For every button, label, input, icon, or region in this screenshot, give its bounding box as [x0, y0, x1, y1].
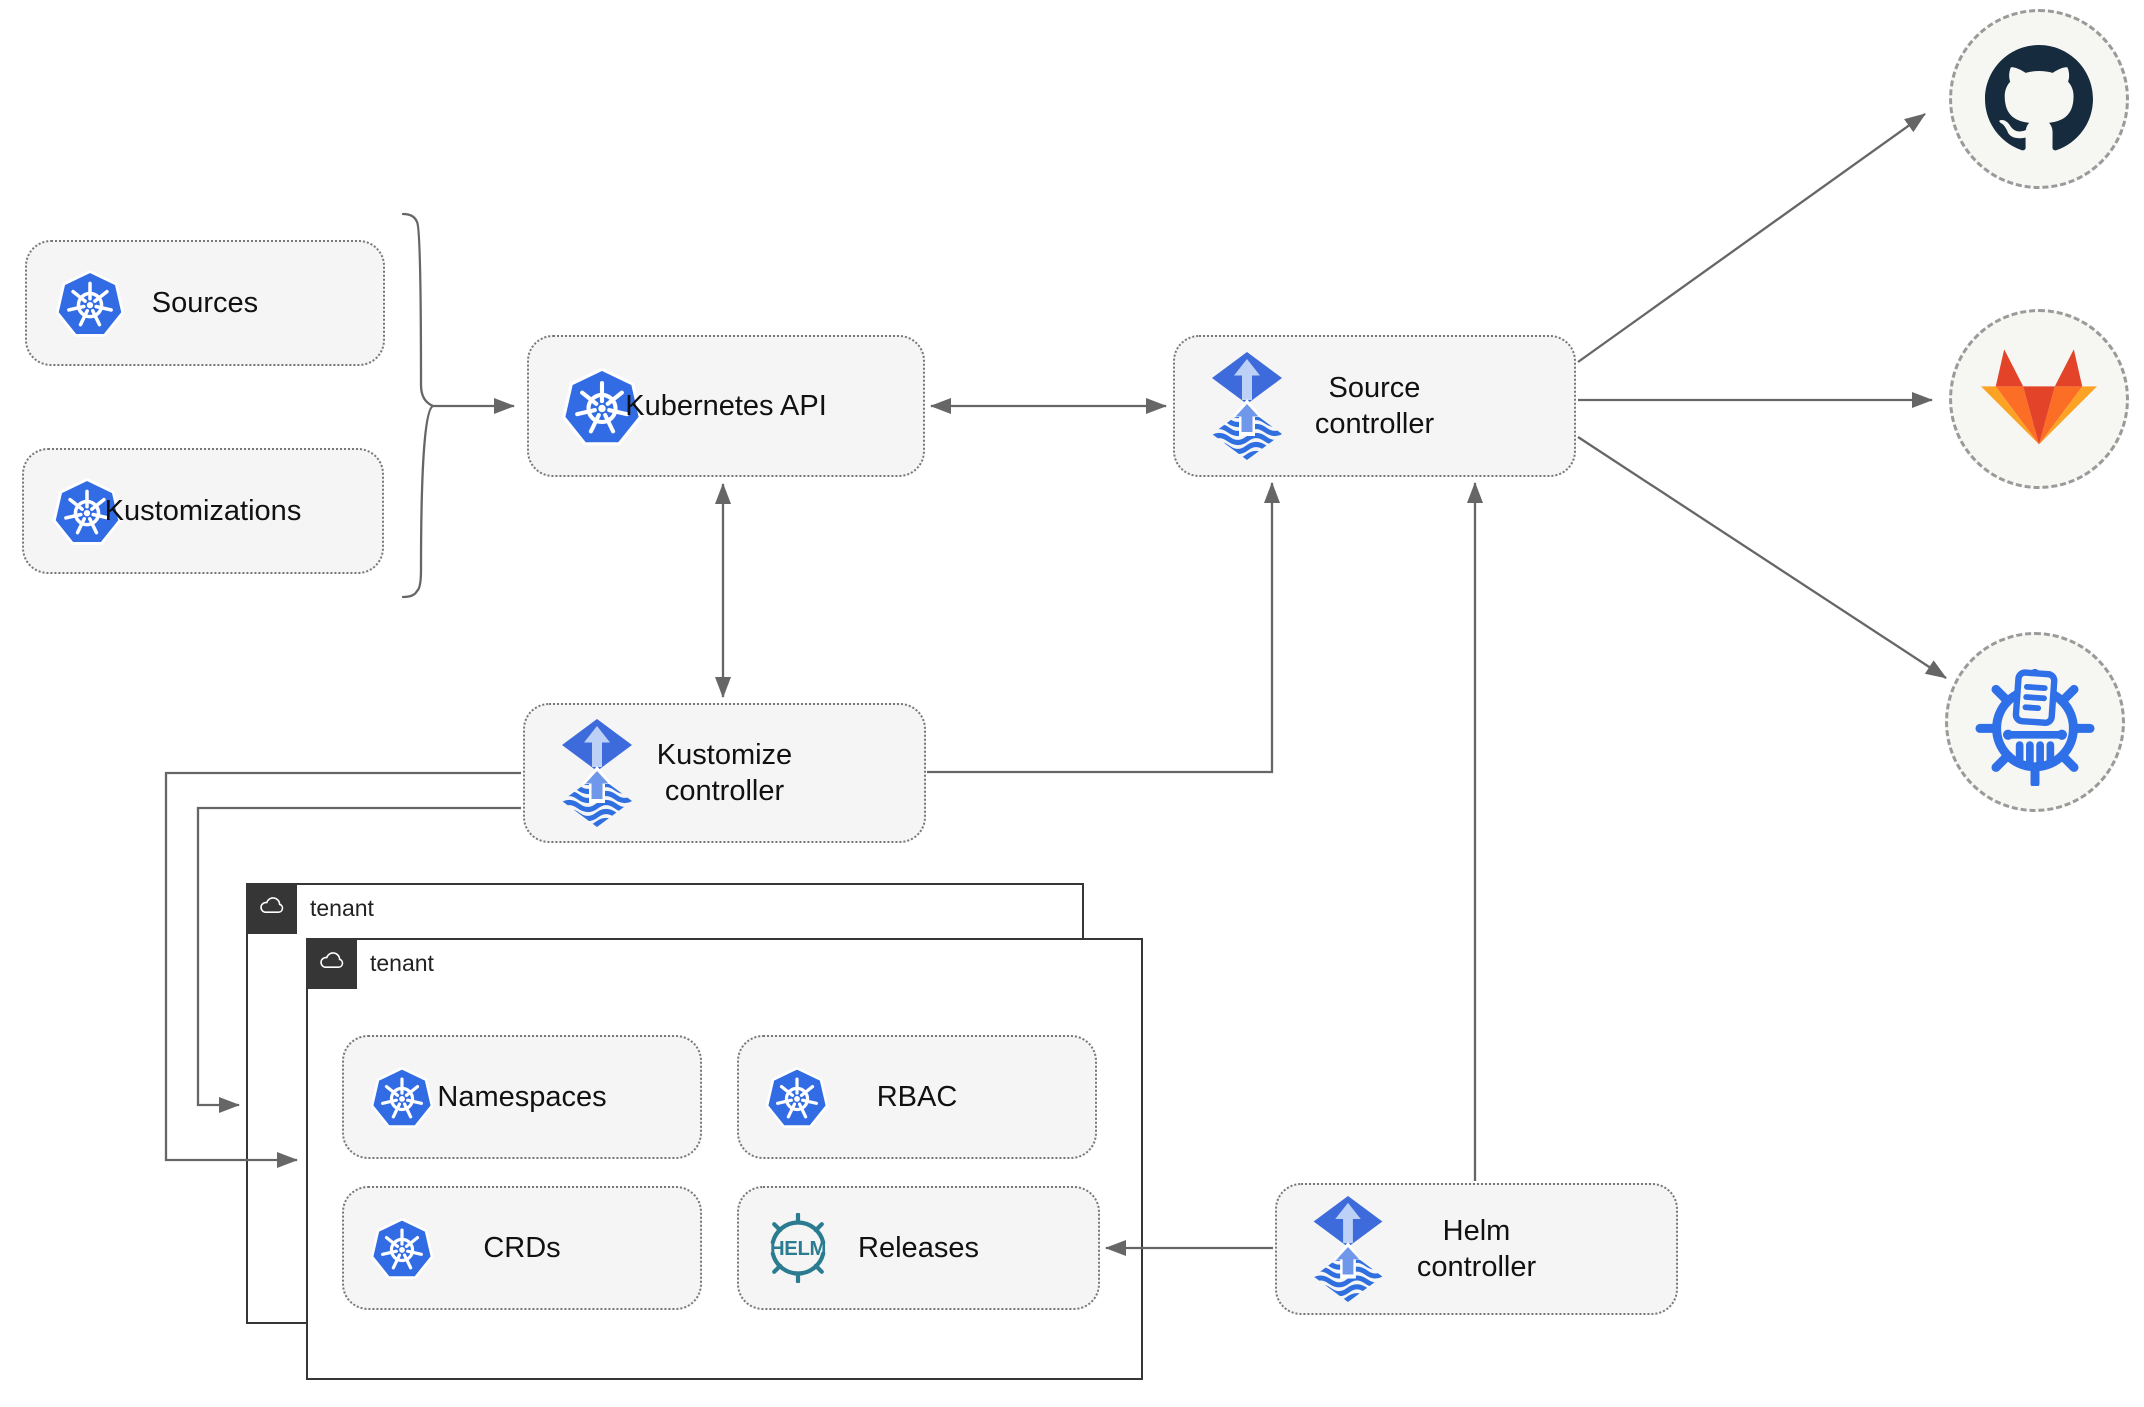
tenant-group-label: tenant — [370, 950, 434, 976]
gitlab-endpoint — [1949, 309, 2129, 489]
node-label: Namespaces — [437, 1080, 607, 1113]
kubernetes-icon — [52, 476, 122, 546]
node-kubernetes-api: Kubernetes API — [527, 335, 925, 477]
node-crds: CRDs — [342, 1186, 702, 1310]
node-rbac: RBAC — [737, 1035, 1097, 1159]
edge-source-to-github — [1577, 113, 1926, 363]
kubernetes-icon — [765, 1065, 829, 1129]
node-label: CRDs — [483, 1231, 561, 1264]
node-label: Kustomize controller — [656, 738, 793, 807]
cloud-icon — [257, 896, 287, 922]
node-releases: HELM Releases — [737, 1186, 1100, 1310]
node-label: Helm controller — [1416, 1214, 1537, 1283]
edge-kustomize-to-source-controller — [927, 482, 1280, 774]
tenant-group-front: tenant — [306, 938, 1143, 1380]
helm-icon: HELM — [763, 1213, 833, 1283]
node-label: Sources — [151, 286, 259, 319]
kubernetes-icon — [55, 268, 125, 338]
github-endpoint — [1949, 9, 2129, 189]
kubernetes-icon — [561, 365, 643, 447]
node-label: RBAC — [876, 1080, 958, 1113]
tenant-header — [306, 938, 357, 989]
node-label: Kubernetes API — [625, 389, 827, 422]
node-kustomizations: Kustomizations — [22, 448, 384, 574]
tenant-header — [246, 883, 297, 934]
node-helm-controller: Helm controller — [1275, 1183, 1678, 1315]
chartmuseum-icon — [1971, 658, 2099, 786]
node-sources: Sources — [25, 240, 385, 366]
node-label: Releases — [858, 1231, 979, 1264]
node-kustomize-controller: Kustomize controller — [523, 703, 926, 843]
kubernetes-icon — [370, 1216, 434, 1280]
group-brace — [401, 212, 436, 599]
cloud-icon — [317, 951, 347, 977]
gitlab-icon — [1981, 346, 2097, 452]
node-namespaces: Namespaces — [342, 1035, 702, 1159]
edge-source-to-chartmuseum — [1577, 436, 1947, 679]
svg-text:HELM: HELM — [770, 1238, 826, 1260]
flux-icon — [557, 717, 637, 829]
node-label: Kustomizations — [104, 494, 302, 527]
flux-icon — [1207, 350, 1287, 462]
tenant-group-label: tenant — [310, 895, 374, 921]
flux-icon — [1309, 1194, 1387, 1304]
chartmuseum-endpoint — [1945, 632, 2125, 812]
node-source-controller: Source controller — [1173, 335, 1576, 477]
github-icon — [1985, 45, 2093, 153]
node-label: Source controller — [1314, 371, 1435, 440]
